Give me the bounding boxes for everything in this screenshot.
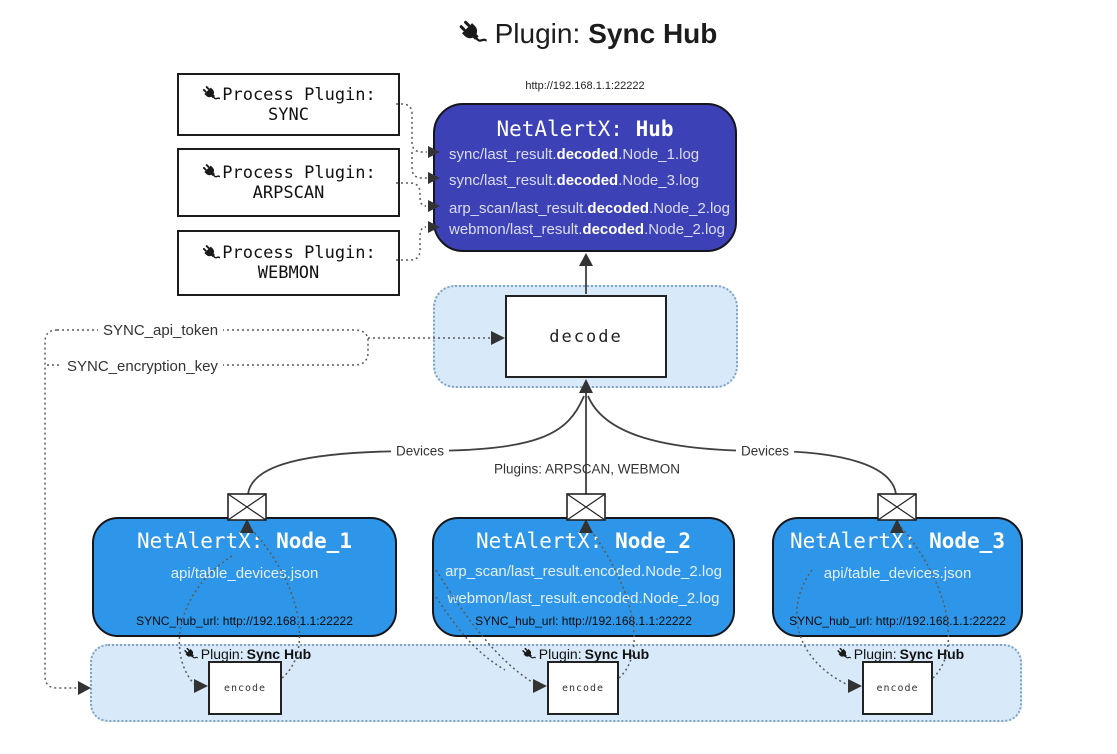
devices-label-left: Devices <box>390 443 450 459</box>
sync-api-token-label: SYNC_api_token <box>98 321 224 340</box>
node-file: arp_scan/last_result.encoded.Node_2.log <box>445 563 722 580</box>
node-file: api/table_devices.json <box>823 565 972 582</box>
decode-box: decode <box>505 295 667 378</box>
sync-hub-plugin-label: Plugin: Sync Hub <box>520 646 649 662</box>
hub-title-prefix: NetAlertX: <box>496 117 623 141</box>
process-plugin-webmon: Process Plugin: WEBMON <box>177 230 400 296</box>
page-title-prefix: Plugin: <box>494 18 581 49</box>
plug-icon <box>835 646 851 662</box>
hub-url-label: http://192.168.1.1:22222 <box>525 80 645 92</box>
hub-log-line: webmon/last_result.decoded.Node_2.log <box>449 221 725 238</box>
process-plugin-name: WEBMON <box>257 263 320 283</box>
plug-icon <box>456 19 487 49</box>
node-1-box: NetAlertX: Node_1 api/table_devices.json… <box>92 517 397 637</box>
devices-label-right: Devices <box>735 443 795 459</box>
node-2-box: NetAlertX: Node_2 arp_scan/last_result.e… <box>432 517 735 637</box>
node-title: NetAlertX: Node_3 <box>790 529 1005 553</box>
node-file: api/table_devices.json <box>170 565 319 582</box>
sync-hub-plugin-label: Plugin: Sync Hub <box>835 646 964 662</box>
node-hub-url: SYNC_hub_url: http://192.168.1.1:22222 <box>136 614 353 628</box>
encode-box: encode <box>547 661 619 715</box>
sync-encryption-key-label: SYNC_encryption_key <box>62 357 223 376</box>
node-hub-url: SYNC_hub_url: http://192.168.1.1:22222 <box>475 614 692 628</box>
node-title: NetAlertX: Node_2 <box>476 529 691 553</box>
node-hub-url: SYNC_hub_url: http://192.168.1.1:22222 <box>789 614 1006 628</box>
hub-log-line: sync/last_result.decoded.Node_3.log <box>449 172 700 189</box>
sync-hub-plugin-label: Plugin: Sync Hub <box>182 646 311 662</box>
plug-icon <box>201 85 221 104</box>
plug-icon <box>182 646 198 662</box>
hub-box: NetAlertX: Hub sync/last_result.decoded.… <box>433 103 737 252</box>
node-3-box: NetAlertX: Node_3 api/table_devices.json… <box>772 517 1023 637</box>
node-file: webmon/last_result.encoded.Node_2.log <box>447 590 720 607</box>
hub-log-line: arp_scan/last_result.decoded.Node_2.log <box>449 200 730 217</box>
process-plugin-label: Process Plugin: <box>222 243 376 263</box>
process-plugin-label: Process Plugin: <box>222 84 376 105</box>
node-title: NetAlertX: Node_1 <box>137 529 352 553</box>
plug-icon <box>520 646 536 662</box>
encode-box: encode <box>208 661 282 715</box>
page-title: Plugin: Sync Hub <box>456 18 718 50</box>
process-plugin-arpscan: Process Plugin: ARPSCAN <box>177 148 400 217</box>
hub-title: NetAlertX: Hub <box>435 117 735 141</box>
page-title-name: Sync Hub <box>588 18 718 49</box>
plugins-label-middle: Plugins: ARPSCAN, WEBMON <box>493 461 681 477</box>
hub-title-name: Hub <box>635 117 674 141</box>
plug-icon <box>201 163 221 182</box>
encode-box: encode <box>862 661 933 715</box>
process-plugin-name: ARPSCAN <box>252 182 325 203</box>
plug-icon <box>201 243 221 263</box>
process-plugin-name: SYNC <box>268 104 309 125</box>
process-plugin-sync: Process Plugin: SYNC <box>177 73 400 136</box>
hub-log-line: sync/last_result.decoded.Node_1.log <box>449 146 700 163</box>
process-plugin-label: Process Plugin: <box>222 162 376 183</box>
